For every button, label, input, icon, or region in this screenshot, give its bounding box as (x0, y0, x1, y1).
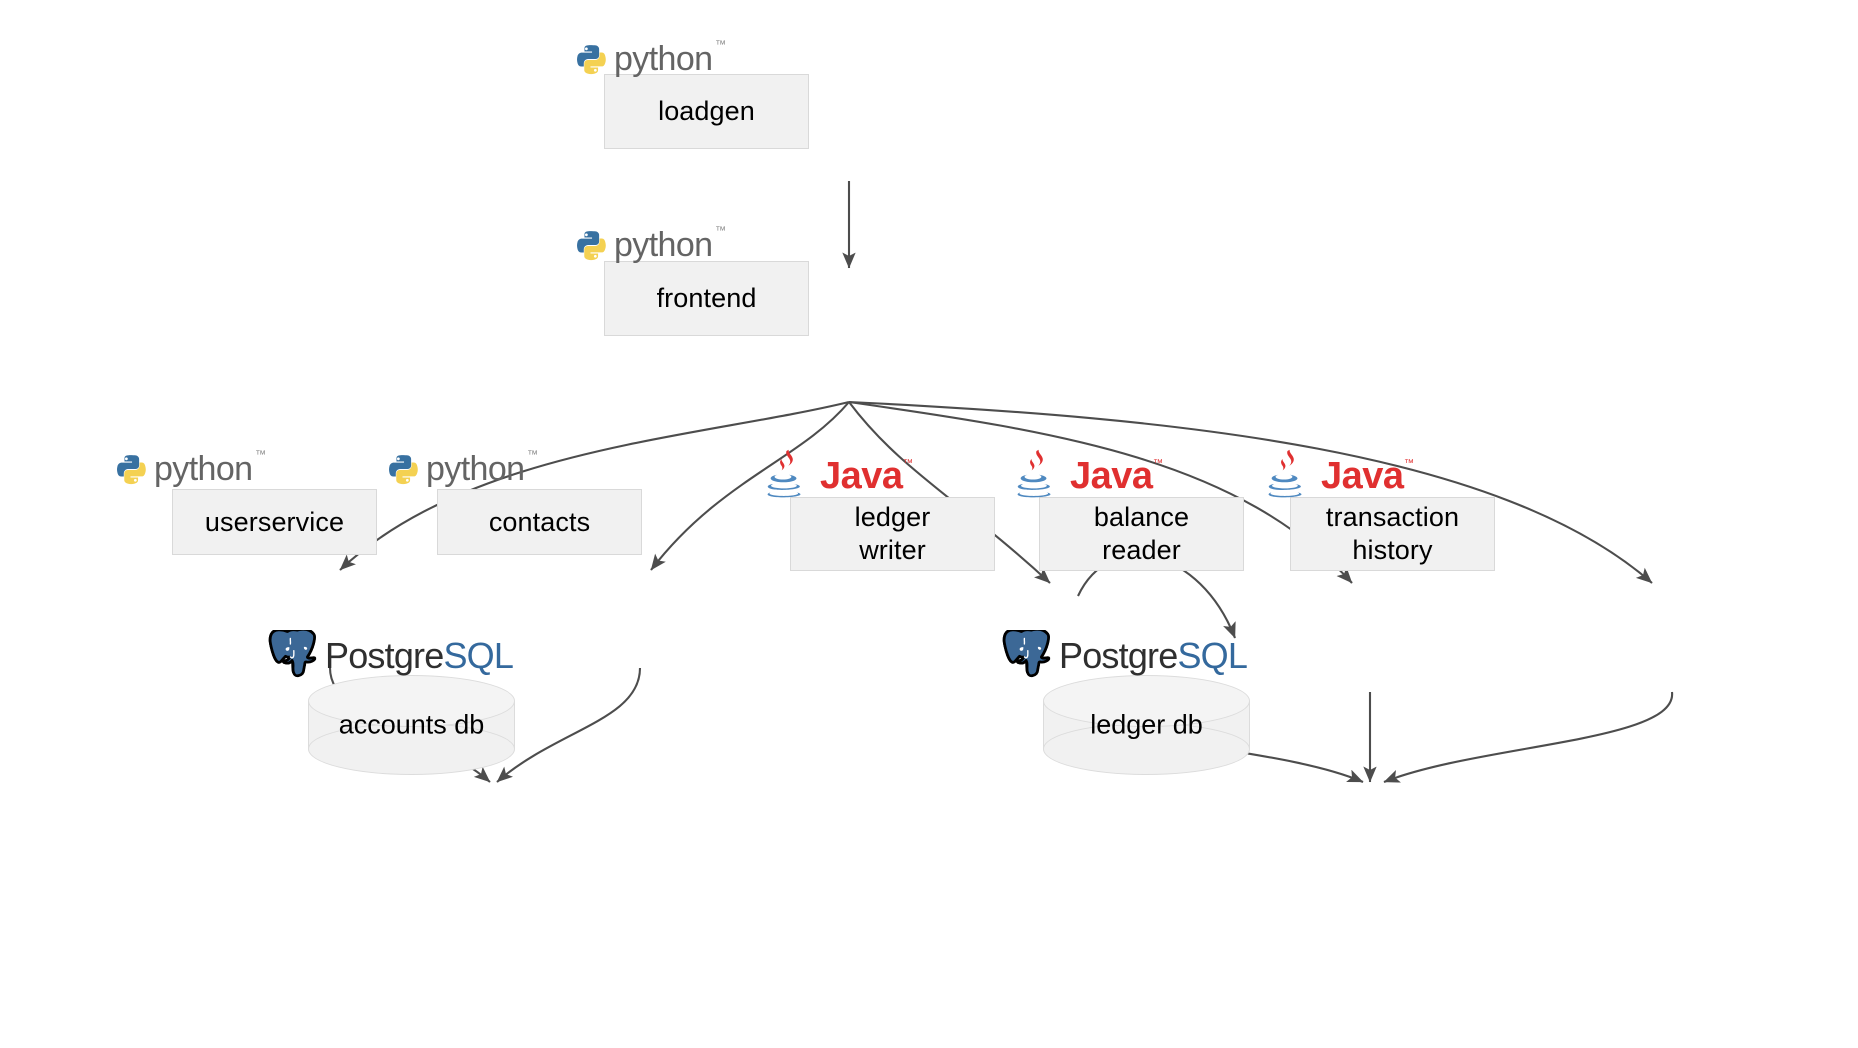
node-balance-reader-label: balance reader (1093, 502, 1190, 565)
postgresql-elephant-icon (268, 630, 317, 678)
node-accounts-db[interactable]: accounts db (308, 675, 515, 775)
python-icon (577, 230, 606, 260)
node-frontend[interactable]: frontend (604, 261, 809, 336)
node-userservice[interactable]: userservice (172, 489, 377, 555)
postgresql-wordmark: PostgreSQL (1059, 635, 1248, 676)
node-frontend-label: frontend (656, 283, 757, 314)
python-icon (117, 454, 146, 484)
node-userservice-label: userservice (204, 506, 345, 537)
postgresql-logo-accounts-db: PostgreSQL (266, 630, 514, 682)
node-loadgen[interactable]: loadgen (604, 74, 809, 149)
postgresql-wordmark-dark: Postgre (325, 635, 444, 676)
postgresql-logo-ledger-db: PostgreSQL (1000, 630, 1248, 682)
java-icon (1017, 449, 1051, 498)
java-icon (767, 449, 801, 498)
java-trademark-icon: ™ (1404, 458, 1414, 469)
node-balance-reader[interactable]: balance reader (1039, 497, 1244, 571)
node-ledger-db[interactable]: ledger db (1043, 675, 1250, 775)
node-transaction-history-label: transaction history (1325, 502, 1460, 565)
node-loadgen-label: loadgen (658, 96, 755, 127)
accounts-db-cylinder-bottom (308, 723, 515, 775)
python-trademark-icon: ™ (255, 449, 266, 461)
node-accounts-db-label: accounts db (338, 709, 485, 740)
ledger-db-cylinder-bottom (1043, 723, 1250, 775)
node-ledger-writer-label: ledger writer (854, 502, 931, 565)
java-trademark-icon: ™ (903, 458, 913, 469)
java-icon (1268, 449, 1302, 498)
python-icon (389, 454, 418, 484)
postgresql-wordmark-blue: SQL (443, 635, 514, 676)
python-icon (577, 44, 606, 74)
python-trademark-icon: ™ (715, 225, 726, 237)
node-contacts-label: contacts (488, 506, 591, 537)
postgresql-elephant-icon (1002, 630, 1051, 678)
python-trademark-icon: ™ (527, 449, 538, 461)
node-ledger-db-label: ledger db (1090, 709, 1203, 740)
java-trademark-icon: ™ (1153, 458, 1163, 469)
edge-contacts-to-accountsdb (496, 667, 642, 783)
postgresql-wordmark: PostgreSQL (325, 635, 514, 676)
postgresql-wordmark-blue: SQL (1177, 635, 1248, 676)
edge-transactionhistory-to-ledgerdb (1383, 691, 1674, 783)
node-contacts[interactable]: contacts (437, 489, 642, 555)
accounts-db-cylinder-top (308, 675, 515, 727)
postgresql-wordmark-dark: Postgre (1059, 635, 1178, 676)
node-ledger-writer[interactable]: ledger writer (790, 497, 995, 571)
ledger-db-cylinder-top (1043, 675, 1250, 727)
python-trademark-icon: ™ (715, 39, 726, 51)
node-transaction-history[interactable]: transaction history (1290, 497, 1495, 571)
